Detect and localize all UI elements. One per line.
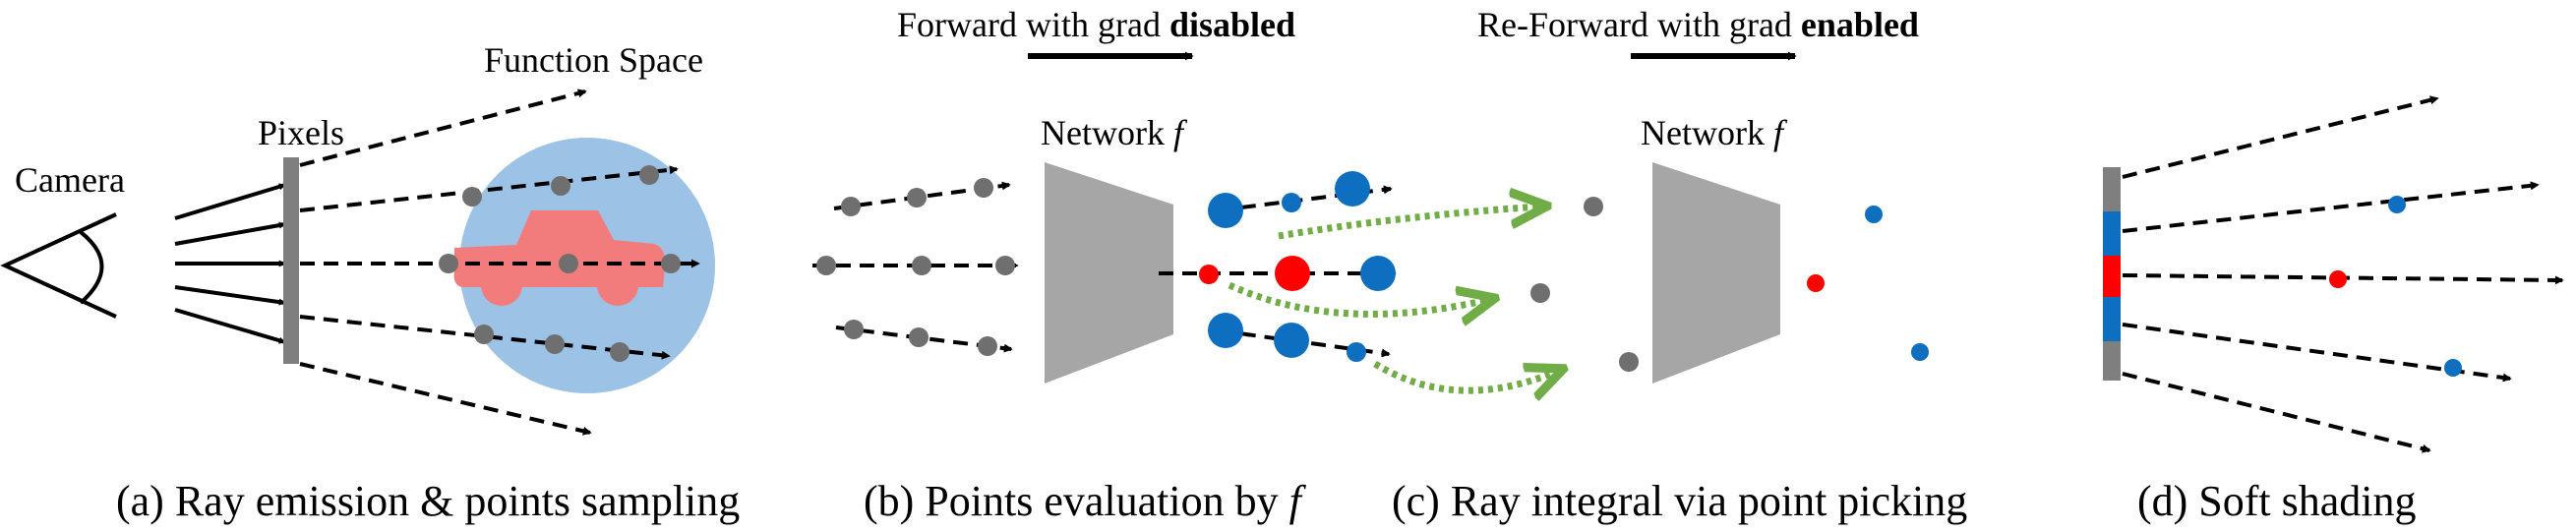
camera-eye-icon: [0, 212, 117, 319]
camera-rays: [174, 183, 286, 344]
caption-c: (c) Ray integral via point picking: [1392, 477, 1967, 525]
network-label-b: Network f: [1041, 113, 1188, 152]
input-points-b: [816, 178, 1015, 356]
caption-b: (b) Points evaluation by f: [864, 477, 1307, 525]
network-label-c: Network f: [1641, 113, 1788, 152]
function-space-label: Function Space: [484, 40, 703, 80]
emitted-rays: [299, 89, 700, 436]
pixel-bar: [283, 157, 299, 364]
camera-label: Camera: [15, 160, 125, 200]
shaded-pixel-bar: [2103, 167, 2121, 381]
header-c: Re-Forward with grad enabled: [1477, 5, 1919, 44]
evaluated-points-b: [1199, 171, 1396, 362]
panel-d: (d) Soft shading: [2103, 95, 2564, 525]
caption-a: (a) Ray emission & points sampling: [116, 477, 740, 525]
network-c: [1652, 162, 1780, 384]
pick-arrows: [1228, 207, 1556, 390]
panel-a: Camera Pixels Function Space: [0, 40, 740, 525]
header-b: Forward with grad disabled: [897, 5, 1295, 44]
caption-d: (d) Soft shading: [2137, 477, 2417, 525]
network-b: [1045, 162, 1173, 384]
panel-b: Forward with grad disabled Network f: [812, 5, 1556, 525]
panel-c: Re-Forward with grad enabled Network f (…: [1392, 5, 1967, 525]
shaded-points-d: [2329, 196, 2462, 377]
picked-points-c: [1530, 197, 1639, 372]
car-icon: [453, 210, 666, 306]
pixels-label: Pixels: [258, 113, 344, 152]
sample-points-a: [439, 165, 681, 362]
reforward-outputs-c: [1807, 206, 1929, 361]
